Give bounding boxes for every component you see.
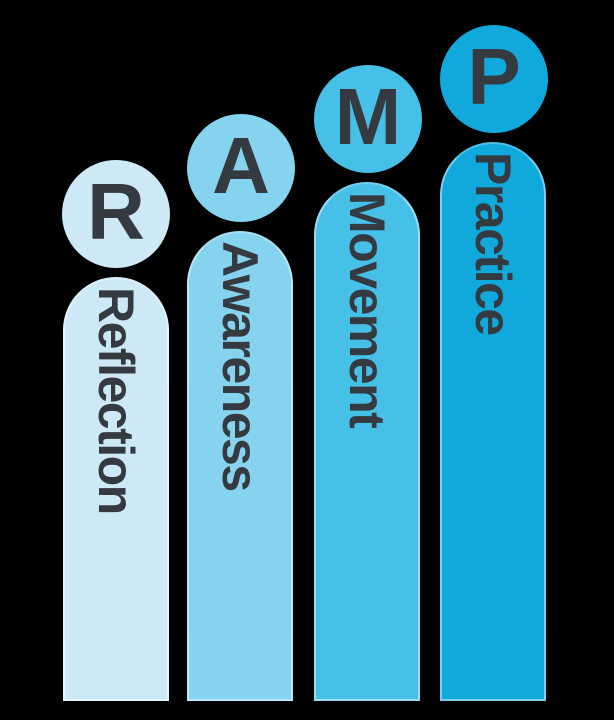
awareness-bar: Awareness [187,231,293,701]
movement-bar-label: Movement [339,192,395,428]
practice-bar: Practice [440,142,546,701]
reflection-bar-label: Reflection [88,287,144,514]
letter-r: R [87,167,145,256]
practice-letter-circle: P [440,25,548,133]
practice-bar-label: Practice [465,152,521,335]
letter-a: A [212,121,270,210]
reflection-bar: Reflection [63,277,169,701]
letter-p: P [467,32,521,121]
movement-letter-circle: M [314,65,422,173]
movement-bar: Movement [314,182,420,701]
reflection-letter-circle: R [62,160,170,268]
awareness-bar-label: Awareness [212,241,268,491]
awareness-letter-circle: A [187,114,295,222]
letter-m: M [334,72,402,161]
